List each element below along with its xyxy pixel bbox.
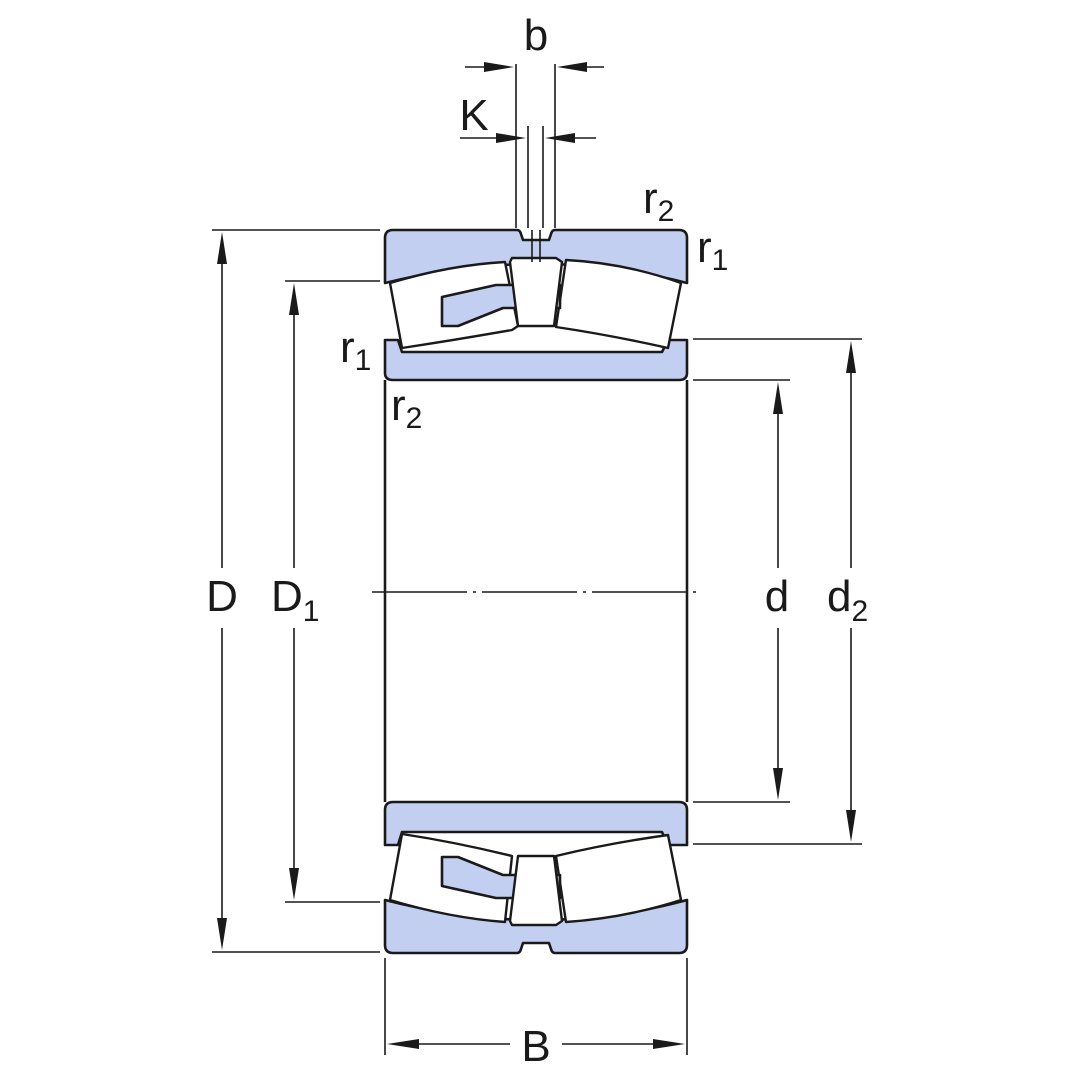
roller-top-right: [554, 258, 683, 350]
label-D1-sub: 1: [303, 595, 320, 628]
label-r2-left-main: r: [391, 381, 406, 430]
label-r2-top: r2: [643, 174, 674, 228]
label-d: d: [765, 572, 789, 621]
guide-ring-bottom: [508, 854, 564, 927]
label-r1-top: r1: [697, 223, 728, 277]
label-K: K: [459, 91, 488, 140]
label-B: B: [521, 1022, 550, 1071]
label-D1: D1: [271, 572, 319, 628]
arrow-d-bottom: [773, 768, 783, 800]
label-d2-main: d: [827, 572, 851, 621]
arrow-b-right: [557, 62, 587, 72]
label-D: D: [206, 572, 238, 621]
label-b: b: [524, 11, 548, 60]
label-r1-top-main: r: [697, 223, 712, 272]
arrow-d2-top: [846, 341, 856, 373]
arrow-b-left: [484, 62, 514, 72]
arrow-D-bottom: [217, 918, 227, 950]
arrow-B-left: [387, 1039, 419, 1049]
roller-bottom-right: [554, 833, 683, 924]
arrow-d2-bottom: [846, 810, 856, 842]
lubrication-hole-top: [531, 230, 541, 262]
label-r1-top-sub: 1: [712, 244, 729, 277]
inner-ring-bottom: [383, 800, 689, 847]
arrow-D-top: [217, 232, 227, 264]
arrow-B-right: [653, 1039, 685, 1049]
extension-lines: [212, 64, 862, 1055]
label-d2-sub: 2: [851, 595, 868, 628]
arrow-D1-top: [289, 283, 299, 315]
label-D1-main: D: [271, 572, 303, 621]
bearing-outline: [383, 380, 689, 802]
label-r2-top-main: r: [643, 174, 658, 223]
label-r2-top-sub: 2: [658, 195, 675, 228]
label-r1-left: r1: [340, 323, 371, 377]
label-r1-left-sub: 1: [355, 344, 372, 377]
label-r1-left-main: r: [340, 323, 355, 372]
label-d2: d2: [827, 572, 868, 628]
inner-ring-top: [383, 338, 689, 382]
arrow-d-top: [773, 382, 783, 414]
guide-ring-top: [508, 256, 564, 328]
arrow-K-right: [545, 133, 575, 143]
label-r2-left-sub: 2: [406, 402, 423, 435]
arrow-D1-bottom: [289, 868, 299, 900]
label-r2-left: r2: [391, 381, 422, 435]
arrow-K-left: [496, 133, 526, 143]
outer-ring-top: [383, 228, 689, 285]
